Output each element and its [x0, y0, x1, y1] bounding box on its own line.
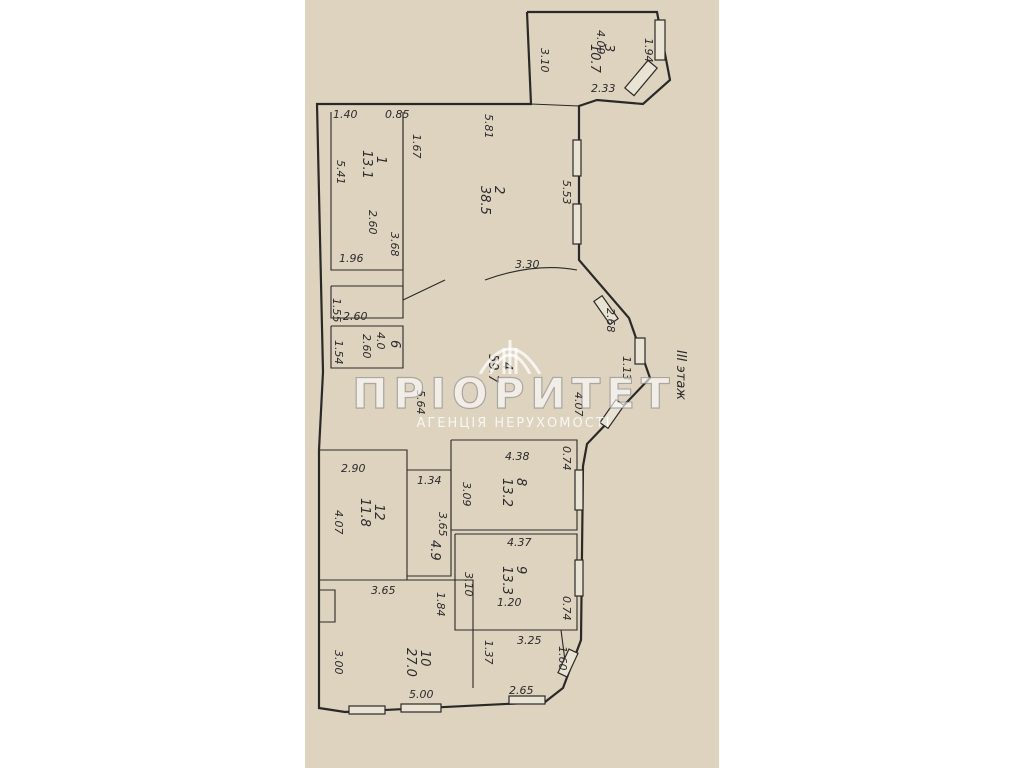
room-area: 10.7 — [587, 44, 602, 74]
room-number: 12 — [371, 504, 386, 521]
dim-label: 2.33 — [591, 82, 616, 95]
watermark-subtitle: АГЕНЦІЯ НЕРУХОМОСТІ — [416, 416, 612, 431]
dim-label: 2.60 — [360, 334, 373, 359]
floor-label: III этаж — [673, 350, 688, 400]
room-area: 4.0 — [374, 332, 387, 350]
dim-label: 2.68 — [604, 308, 617, 333]
dim-label: 5.00 — [409, 688, 434, 701]
dim-label: 1.20 — [497, 596, 522, 609]
room-number: 4 — [499, 362, 514, 370]
dim-label: 0.74 — [560, 596, 573, 621]
room-number: 6 — [387, 340, 402, 348]
watermark-title: ПРІОРИТЕТ — [352, 369, 676, 418]
room-labels: 4.09 3 10.7 3.10 1.94 2.33 5.81 2 38.5 5… — [330, 30, 655, 701]
dim-label: 5.81 — [482, 114, 495, 139]
room-area: 13.2 — [499, 478, 514, 507]
dim-label: 3.65 — [436, 512, 449, 537]
room-number: 10 — [417, 650, 432, 667]
floor-plan: 4.09 3 10.7 3.10 1.94 2.33 5.81 2 38.5 5… — [315, 10, 688, 715]
dim-label: 2.90 — [341, 462, 366, 475]
windows — [348, 19, 666, 715]
dim-label: 4.37 — [507, 536, 532, 549]
dim-label: 1.96 — [339, 252, 364, 265]
watermark: ПРІОРИТЕТ АГЕНЦІЯ НЕРУХОМОСТІ — [327, 369, 701, 432]
dim-label: 3.10 — [462, 572, 475, 597]
room-number: 8 — [513, 478, 528, 486]
dim-label: 1.40 — [333, 108, 358, 121]
dim-label: 0.85 — [385, 108, 410, 121]
room-number: 2 — [491, 186, 506, 194]
dim-label: 5.53 — [560, 180, 573, 205]
room-area: 11.8 — [357, 498, 372, 527]
floor-label-group: III этаж — [673, 350, 688, 400]
room-area: 27.0 — [403, 648, 418, 677]
room-area: 13.1 — [359, 150, 374, 179]
building-logo-icon — [478, 340, 542, 374]
dim-label: 3.09 — [460, 482, 473, 507]
dim-label: 1.37 — [482, 640, 495, 665]
dim-label: 4.07 — [332, 510, 345, 535]
dim-label: 1.34 — [417, 474, 442, 487]
dim-label: 4.07 — [572, 392, 585, 417]
dim-label: 5.41 — [334, 160, 347, 185]
dim-label: 1.67 — [410, 134, 423, 159]
dim-label: 2.65 — [509, 684, 534, 697]
dim-label: 3.68 — [388, 232, 401, 257]
dim-label: 3.65 — [371, 584, 396, 597]
room-area: 4.9 — [427, 540, 442, 561]
dim-label: 3.10 — [538, 48, 551, 73]
dim-label: 2.60 — [366, 210, 379, 235]
dim-label: 2.60 — [343, 310, 368, 323]
room-number: 9 — [513, 566, 528, 574]
dim-label: 5.64 — [414, 390, 427, 415]
outer-walls — [315, 10, 672, 714]
dim-label: 0.74 — [560, 446, 573, 471]
dim-label: 3.25 — [517, 634, 542, 647]
inner-walls — [319, 103, 580, 688]
dim-label: 1.60 — [556, 646, 569, 671]
room-number: 1 — [373, 156, 388, 164]
dim-label: 1.54 — [332, 340, 345, 365]
dim-label: 3.00 — [332, 650, 345, 675]
dim-label: 1.55 — [330, 298, 343, 323]
dim-label: 4.09 — [594, 30, 607, 55]
room-area: 13.3 — [499, 566, 514, 595]
dim-label: 3.30 — [515, 258, 540, 271]
dim-label: 4.38 — [505, 450, 530, 463]
room-number: 3 — [601, 44, 616, 52]
dim-label: 1.94 — [642, 38, 655, 63]
room-area: 38.5 — [477, 186, 492, 215]
floor-plan-paper: 4.09 3 10.7 3.10 1.94 2.33 5.81 2 38.5 5… — [305, 0, 719, 768]
dim-label: 1.13 — [620, 356, 633, 381]
dim-label: 1.84 — [434, 592, 447, 617]
